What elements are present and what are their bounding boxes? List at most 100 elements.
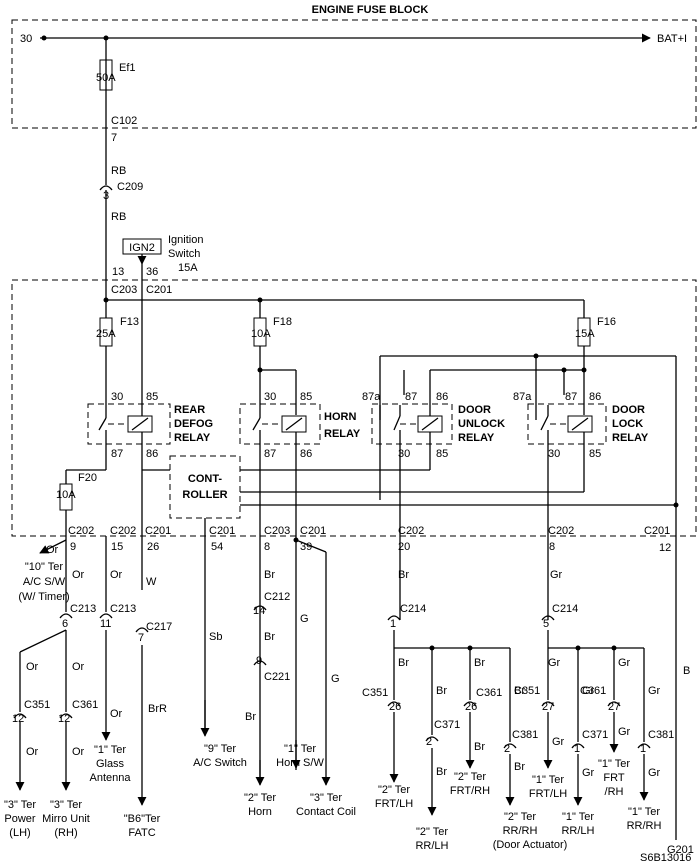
connector-c351b-pin: 26 (389, 701, 401, 713)
figure-id: S6B13016 (640, 852, 691, 864)
fuse-ef1-rating: 50A (96, 72, 116, 84)
wire-rb-2: RB (111, 211, 126, 223)
unlock-relay-label-1: DOOR (458, 404, 491, 416)
connector-c351a-pin: 12 (12, 713, 24, 725)
connector-c213-6-symbol (59, 613, 73, 619)
lock-relay-pin-86: 86 (589, 391, 601, 403)
diagram-title: ENGINE FUSE BLOCK (312, 4, 429, 16)
horn-relay-label-2: RELAY (324, 428, 361, 440)
dest-mirror-rh-3: (RH) (54, 827, 77, 839)
dest-rr-lh1-2: RR/LH (561, 825, 594, 837)
bus-start-dot (41, 35, 47, 41)
dest-acsw-1: "10" Ter (25, 561, 64, 573)
connector-c351c-pin: 27 (542, 701, 554, 713)
wire-br-u5: Br (474, 741, 485, 753)
wire-or-4: Or (26, 746, 39, 758)
lock-relay-pin-87a: 87a (513, 391, 532, 403)
dest-mirror-rh-1: "3" Ter (50, 799, 82, 811)
unlock-relay-label-3: RELAY (458, 432, 495, 444)
wire-br-u6: Br (514, 685, 525, 697)
wire-br-u7: Br (514, 761, 525, 773)
wire-gr-l1: Gr (548, 657, 561, 669)
ignition-switch-label-1: Ignition (168, 234, 203, 246)
pin-9: 9 (70, 541, 76, 553)
dest-glass-2: Glass (96, 758, 125, 770)
wire-br-unlock: Br (398, 569, 409, 581)
wire-br-u3: Br (436, 766, 447, 778)
wire-br-horn-2: Br (264, 631, 275, 643)
ground-g201: G201 (667, 844, 694, 856)
pin-15: 15 (111, 541, 123, 553)
connector-c381b: C381 (648, 729, 674, 741)
horn-relay-pin-87: 87 (264, 448, 276, 460)
dest-frt-rh2-2: FRT/RH (450, 785, 490, 797)
pin-54: 54 (211, 541, 223, 553)
wire-or-2: Or (26, 661, 39, 673)
fuse-f16-rating: 15A (575, 328, 595, 340)
unlock-relay-pin-85: 85 (436, 448, 448, 460)
fuse-f20-rating: 10A (56, 489, 76, 501)
connector-c214b-pin: 5 (543, 618, 549, 630)
horn-relay-pin-86: 86 (300, 448, 312, 460)
connector-c202-15: C202 (110, 525, 136, 537)
wire-or-glass: Or (110, 569, 123, 581)
pin-8: 8 (264, 541, 270, 553)
ign2-label: IGN2 (129, 242, 155, 254)
horn-relay (239, 403, 321, 445)
unlock-relay-label-2: UNLOCK (458, 418, 505, 430)
connector-c214a-pin: 1 (390, 618, 396, 630)
wire-b: B (683, 665, 690, 677)
lock-relay-label-3: RELAY (612, 432, 649, 444)
dest-rr-lh1-1: "1" Ter (562, 811, 594, 823)
dest-frt-lh2-1: "2" Ter (378, 784, 410, 796)
wire-br-horn: Br (264, 569, 275, 581)
connector-c209: C209 (117, 181, 143, 193)
dest-glass-3: Antenna (90, 772, 132, 784)
wire-sb: Sb (209, 631, 222, 643)
connector-c371b: C371 (582, 729, 608, 741)
dest-frt-rh2-1: "2" Ter (454, 771, 486, 783)
dest-mirror-rh-2: Mirro Unit (42, 813, 90, 825)
dest-frt-rh1-2: FRT (603, 772, 624, 784)
pin-39: 39 (300, 541, 312, 553)
dest-rr-rh2-2: RR/RH (503, 825, 538, 837)
controller-box (169, 455, 241, 519)
connector-c201-54: C201 (209, 525, 235, 537)
dest-fatc-2: FATC (128, 827, 155, 839)
wire-gr-l7: Gr (648, 685, 661, 697)
rear-relay-label-3: RELAY (174, 432, 211, 444)
dest-power-lh-2: Power (4, 813, 36, 825)
pin-20: 20 (398, 541, 410, 553)
dest-horn-2: Horn (248, 806, 272, 818)
dest-frt-lh1-1: "1" Ter (532, 774, 564, 786)
connector-c201-39: C201 (300, 525, 326, 537)
connector-c371a-pin: 2 (426, 736, 432, 748)
horn-relay-pin-30: 30 (264, 391, 276, 403)
connector-c217-pin: 7 (138, 632, 144, 644)
dest-coil-1: "3" Ter (310, 792, 342, 804)
wire-or-3: Or (72, 661, 85, 673)
fuse-f20-name: F20 (78, 472, 97, 484)
connector-c214b: C214 (552, 603, 578, 615)
connector-c361a-pin: 12 (58, 713, 70, 725)
fuse-f18-rating: 10A (251, 328, 271, 340)
wire-gr-l3: Gr (582, 685, 595, 697)
connector-c203-8: C203 (264, 525, 290, 537)
dest-rr-rh1-1: "1" Ter (628, 806, 660, 818)
horn-relay-label-1: HORN (324, 411, 356, 423)
connector-c351c: C351 (514, 685, 540, 697)
wire-g-2: G (331, 673, 340, 685)
connector-c351b: C351 (362, 687, 388, 699)
connector-c212-pin: 14 (253, 605, 265, 617)
dest-ac9-1: "9" Ter (204, 743, 236, 755)
wire-brr: BrR (148, 703, 167, 715)
dest-power-lh-3: (LH) (9, 827, 30, 839)
ignition-switch-label-3: 15A (178, 262, 198, 274)
connector-c361c-pin: 27 (608, 701, 620, 713)
dest-horn-1: "2" Ter (244, 792, 276, 804)
connector-c209-pin: 3 (103, 190, 109, 202)
fuse-f18-name: F18 (273, 316, 292, 328)
wire-br-u2: Br (436, 685, 447, 697)
lock-relay-pin-85: 85 (589, 448, 601, 460)
